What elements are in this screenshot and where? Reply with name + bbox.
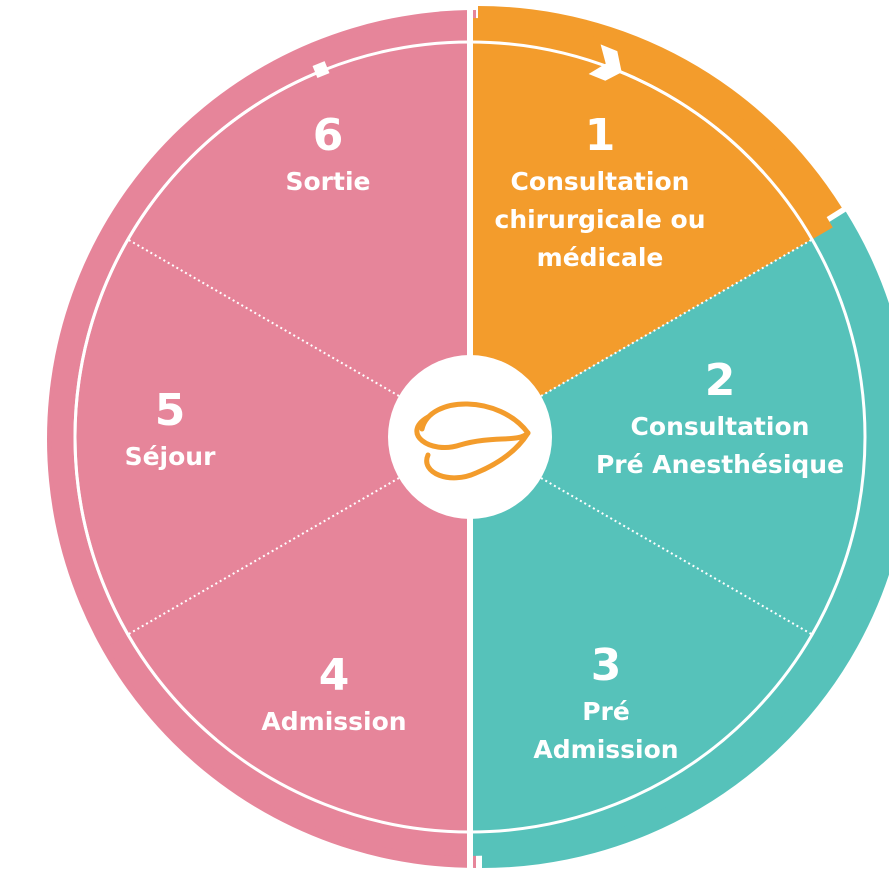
step-sector-3: [470, 437, 833, 856]
step-label-line: Pré Anesthésique: [596, 450, 844, 479]
progress-arc-right: [617, 69, 765, 174]
step-label-line: chirurgicale ou: [495, 205, 706, 234]
step-label-line: Admission: [533, 735, 678, 764]
step-sector-1: [470, 18, 833, 437]
step-number: 3: [591, 640, 622, 691]
step-label-line: Pré: [582, 697, 630, 726]
step-label-line: Séjour: [125, 442, 217, 471]
dotted-divider: [127, 477, 400, 636]
step-label-line: Consultation: [511, 167, 690, 196]
step-label-line: Sortie: [286, 167, 371, 196]
step-label-line: Consultation: [631, 412, 810, 441]
step-number: 1: [585, 110, 616, 161]
step-number: 4: [319, 650, 350, 701]
center-circle: [388, 355, 552, 519]
step-label-line: Admission: [261, 707, 406, 736]
dotted-divider: [540, 238, 813, 397]
step-number: 5: [155, 385, 186, 436]
arrow-square-head: [312, 61, 330, 79]
dotted-divider: [540, 477, 813, 636]
progress-arc-left: [73, 69, 323, 741]
step-sector-4: [107, 437, 471, 856]
dotted-divider: [127, 238, 400, 397]
step-sector-6: [107, 18, 471, 437]
arrow-fletching-head: [588, 44, 622, 81]
step-number: 6: [313, 110, 344, 161]
step-sector-2: [470, 227, 889, 647]
step-label-line: médicale: [537, 243, 664, 272]
step-number: 2: [705, 355, 736, 406]
step-sector-5: [50, 227, 470, 647]
stylized-leaf-eye-logo-icon: [414, 401, 531, 481]
